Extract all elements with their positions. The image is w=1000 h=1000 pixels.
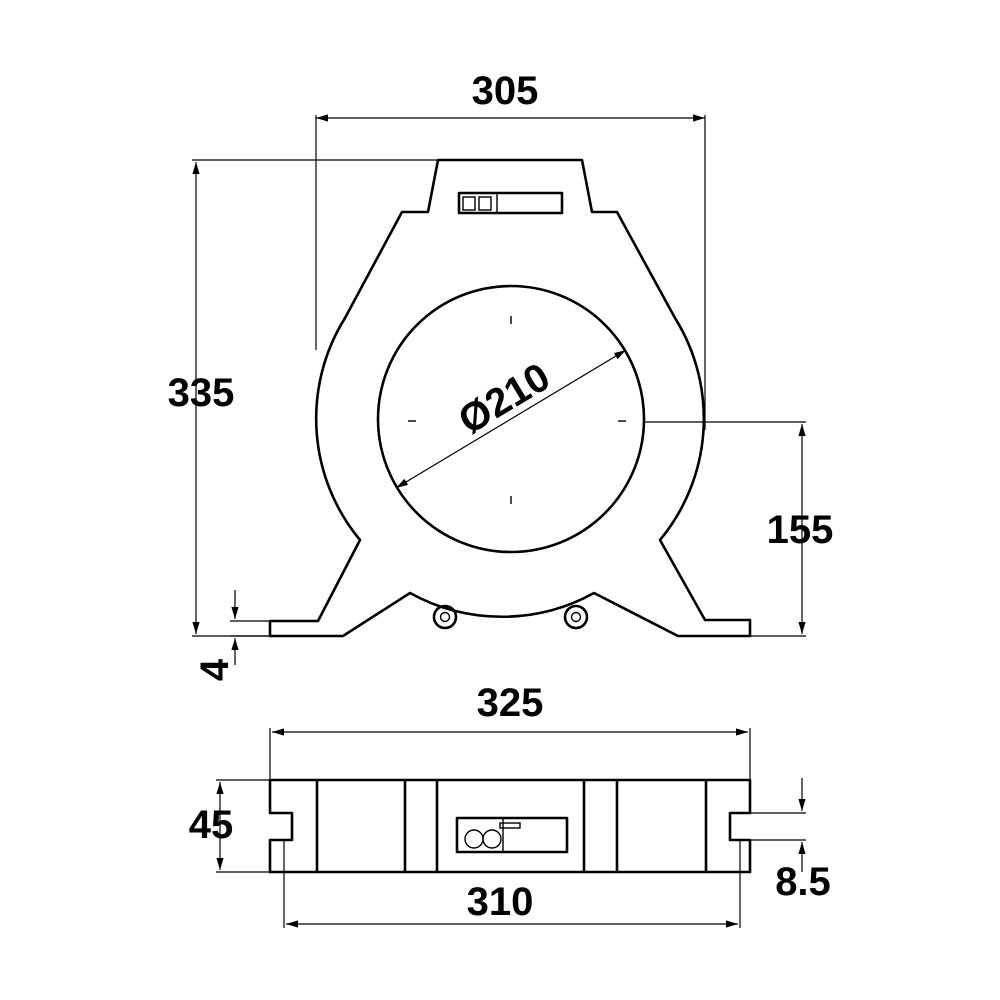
terminal-screw-1 (462, 196, 476, 211)
dimension-label: 310 (467, 880, 534, 924)
mount-hole-right (563, 604, 589, 630)
dimension-foot-4: 4 (193, 590, 270, 681)
dimension-label: 325 (477, 681, 544, 725)
bottom-view: 325 45 310 8.5 (189, 681, 831, 928)
window-circle (376, 284, 646, 554)
transformer-body-outline (268, 158, 752, 638)
dimension-label: 335 (168, 371, 235, 415)
dimension-label: 4 (193, 658, 237, 681)
mount-hole-left-inner (439, 611, 451, 623)
terminal-block (457, 191, 564, 215)
dimension-inner-width-310: 310 (283, 840, 741, 928)
terminal-label-strip (499, 822, 521, 829)
dimension-label: 8.5 (775, 860, 831, 904)
dimension-diameter-210: Ø210 (395, 349, 627, 489)
dimension-slot-8-5: 8.5 (730, 778, 831, 904)
dimension-height-45: 45 (189, 779, 270, 873)
top-view: 305 335 Ø210 155 4 (168, 69, 834, 681)
terminal-screw (482, 829, 502, 849)
dimension-label: 155 (767, 508, 834, 552)
mount-hole-left (432, 604, 458, 630)
dimension-label: 305 (472, 69, 539, 113)
base-plate-outline (268, 778, 752, 874)
dimension-center-height-155: 155 (644, 421, 834, 637)
dimension-label: 45 (189, 803, 234, 847)
mount-hole-right-inner (570, 611, 582, 623)
dimension-width-305: 305 (315, 69, 706, 430)
dimension-width-325: 325 (269, 681, 751, 780)
terminal-screw (464, 829, 484, 849)
terminal-screw-2 (478, 196, 492, 211)
terminal-block-side (455, 816, 569, 854)
dimension-height-335: 335 (168, 159, 438, 637)
dimension-label: Ø210 (451, 355, 558, 443)
